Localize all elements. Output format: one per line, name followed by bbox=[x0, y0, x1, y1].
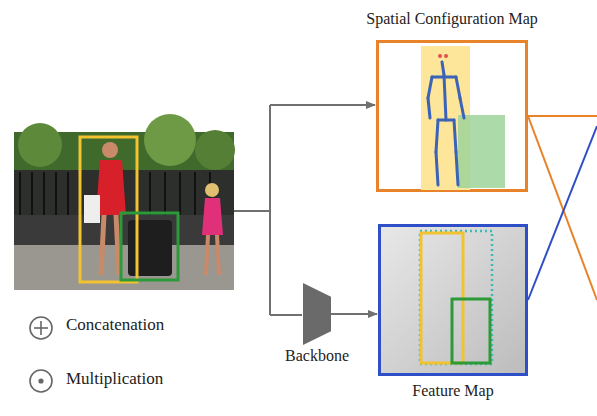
node-label: Spatial Configuration Map bbox=[366, 10, 538, 28]
spatial-map-box: Spatial Configuration Map bbox=[376, 40, 528, 192]
routing-line bbox=[234, 105, 375, 315]
feature-map-box: Feature Map bbox=[378, 224, 528, 376]
node-graphic bbox=[376, 40, 528, 192]
node-label: Feature Map bbox=[412, 382, 493, 400]
node-graphic bbox=[378, 224, 528, 376]
node-graphic bbox=[303, 283, 331, 345]
legend-entry: Concatenation bbox=[66, 315, 164, 335]
legend-text: Multiplication bbox=[66, 369, 163, 388]
legend-symbol bbox=[30, 317, 52, 392]
backbone-block: Backbone bbox=[303, 283, 331, 345]
legend-entry: Multiplication bbox=[66, 369, 163, 389]
node-label: Backbone bbox=[285, 347, 349, 365]
input-photo bbox=[14, 114, 235, 290]
flow-arrow bbox=[331, 313, 377, 315]
legend-text: Concatenation bbox=[66, 315, 164, 334]
crossing-lines bbox=[528, 116, 597, 300]
